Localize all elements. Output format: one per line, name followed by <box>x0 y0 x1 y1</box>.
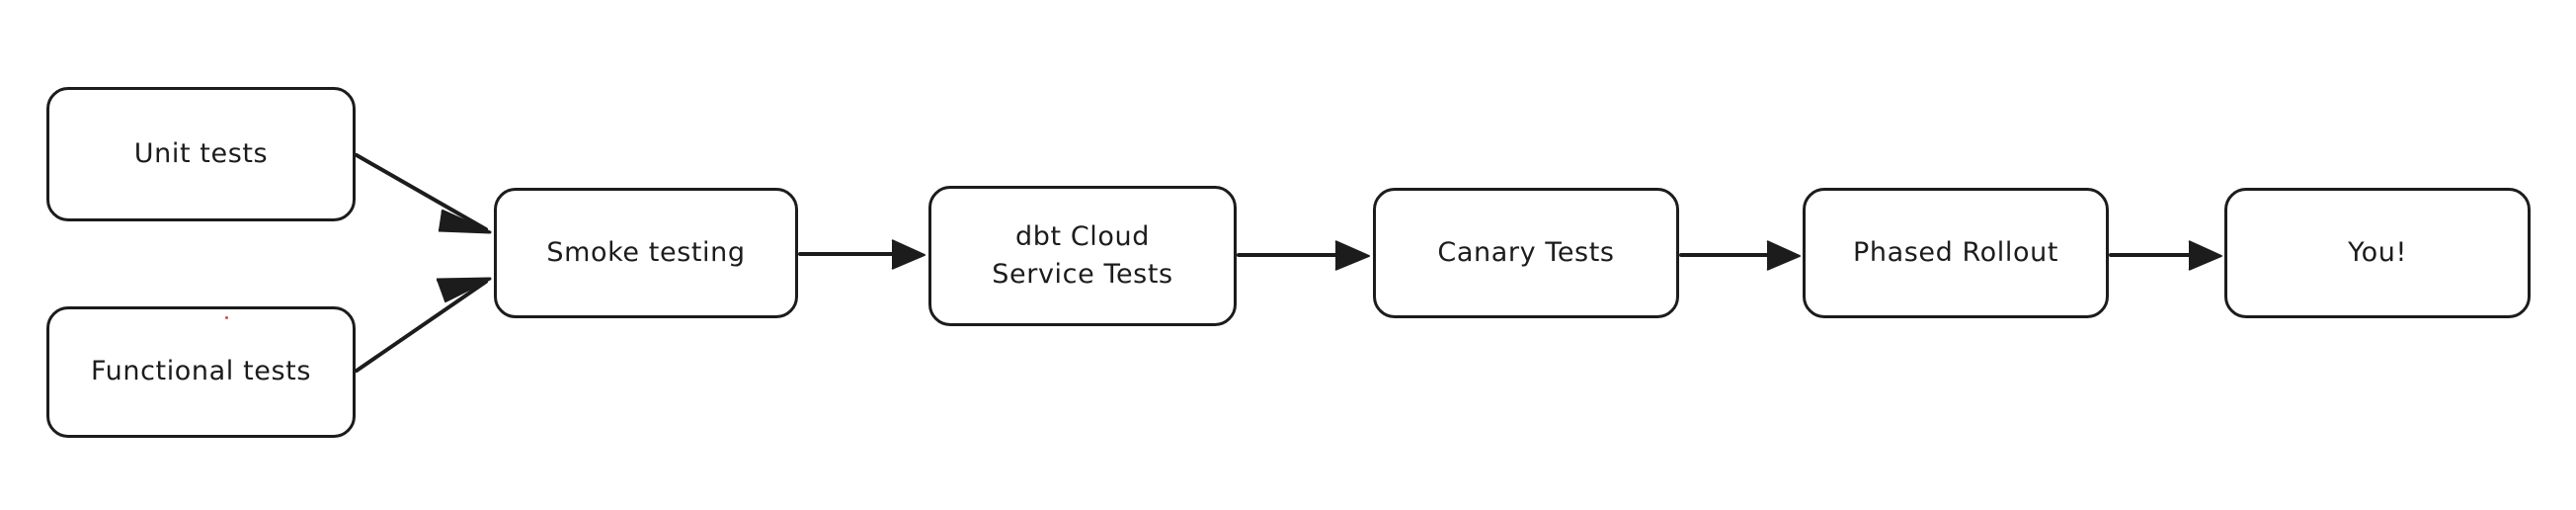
red-dot-artifact <box>225 316 228 319</box>
edge-functional-to-smoke <box>355 277 492 373</box>
edge-dbt-to-canary <box>1237 240 1370 271</box>
edge-phased-to-you <box>2109 240 2222 271</box>
node-phased-rollout-label: Phased Rollout <box>1852 236 2059 268</box>
node-functional-tests[interactable]: Functional tests <box>46 306 356 438</box>
node-phased-rollout[interactable]: Phased Rollout <box>1803 188 2109 318</box>
node-you[interactable]: You! <box>2224 188 2531 318</box>
node-smoke-testing[interactable]: Smoke testing <box>494 188 798 318</box>
node-unit-tests[interactable]: Unit tests <box>46 87 356 221</box>
edge-smoke-to-dbt <box>798 239 926 270</box>
edge-canary-to-phased <box>1679 240 1801 271</box>
node-canary-tests-label: Canary Tests <box>1437 236 1615 268</box>
node-smoke-testing-label: Smoke testing <box>546 236 746 268</box>
edge-unit-to-smoke <box>355 153 492 234</box>
node-dbt-cloud-service-tests-label: dbt Cloud Service Tests <box>992 220 1173 290</box>
node-canary-tests[interactable]: Canary Tests <box>1373 188 1679 318</box>
node-functional-tests-label: Functional tests <box>91 356 311 387</box>
node-unit-tests-label: Unit tests <box>133 137 269 169</box>
node-you-label: You! <box>2348 236 2407 268</box>
node-dbt-cloud-service-tests[interactable]: dbt Cloud Service Tests <box>928 186 1237 326</box>
